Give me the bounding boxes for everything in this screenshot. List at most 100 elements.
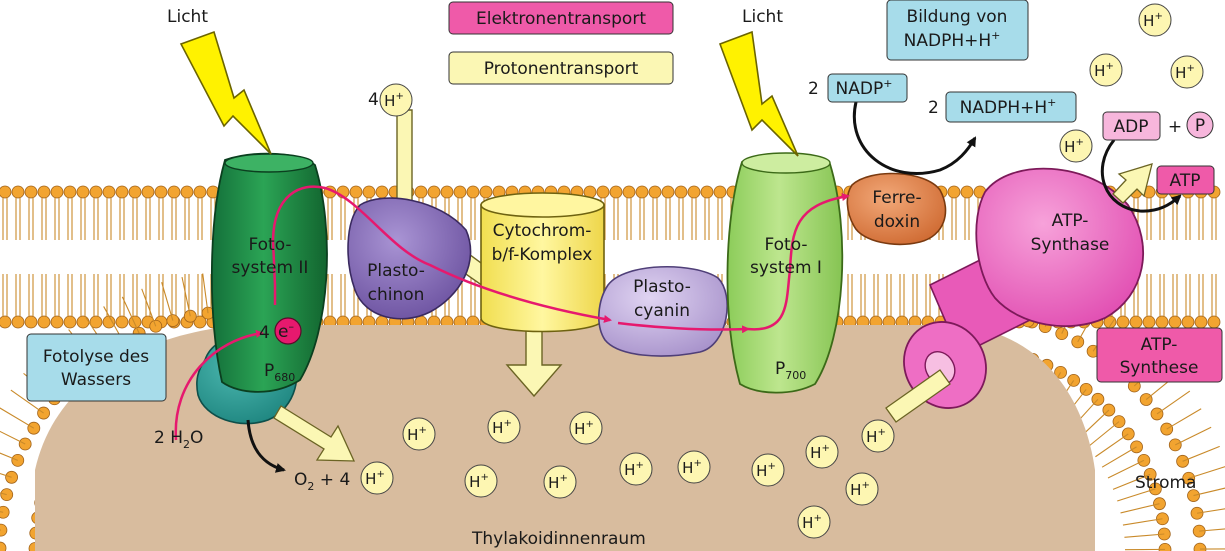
h-ion-label: H+	[574, 419, 594, 438]
ferredoxin-label-line2: doxin	[874, 212, 920, 232]
plastocyanin-label-line1: Plasto-	[633, 277, 691, 297]
plastochinon-label-line2: chinon	[368, 285, 425, 305]
oxygen-release-arrow	[246, 419, 286, 473]
nadph-formation-line2: NADPH+H+	[904, 29, 1001, 51]
four-protons-coefficient: 4	[368, 90, 379, 110]
electron-circle: e–	[274, 317, 302, 345]
light-label-left: Licht	[167, 7, 208, 27]
atp-formation-arrow	[1100, 139, 1182, 213]
cytochrom-label-line1: Cytochrom-	[493, 221, 592, 241]
h-ion: H+	[861, 419, 895, 453]
h-ion-label: H+	[548, 473, 568, 492]
ps1-label-line2: system I	[750, 258, 822, 278]
adp-plus-sign: +	[1168, 117, 1182, 137]
h-ion-label: H+	[407, 425, 427, 444]
h-ion: H+	[619, 452, 653, 486]
electron-path-pc-ps1	[617, 321, 750, 334]
fotolyse-box: Fotolyse des Wassers	[26, 333, 167, 402]
fotolyse-line1: Fotolyse des	[43, 347, 149, 367]
electron-path-water	[174, 329, 264, 441]
phosphate-circle: P	[1186, 111, 1214, 139]
fotolyse-line2: Wassers	[61, 370, 131, 390]
atp-synthase-label-line1: ATP-	[1052, 211, 1089, 231]
h-ion-label: H+	[469, 472, 489, 491]
nadph-formation-line1: Bildung von	[907, 7, 1008, 27]
h-ion: H+	[487, 410, 521, 444]
ps2-label-line2: system II	[232, 258, 309, 278]
electron-path-ps1-fd	[747, 193, 850, 331]
h-ion-label: H+	[492, 418, 512, 437]
adp-box: ADP	[1102, 111, 1161, 141]
nadph-formation-box: Bildung von NADPH+H+	[886, 0, 1029, 61]
electron-label: e–	[278, 320, 294, 342]
photosystem-ii-top	[224, 153, 314, 173]
plastocyanin	[598, 266, 728, 357]
ps2-label-line1: Foto-	[248, 235, 291, 255]
h-ion: H+	[805, 435, 839, 469]
plastochinon-label-line1: Plasto-	[367, 261, 425, 281]
atp-synthese-line1: ATP-	[1141, 335, 1178, 355]
nadp-coefficient: 2	[808, 79, 819, 99]
atp-synthase-head	[975, 167, 1145, 328]
h-ion: H+	[751, 453, 785, 487]
p700-label: P700	[775, 359, 806, 382]
proton-ions: H+H+H+H+H+H+H+H+H+H+H+H+H+H+H+H+H+H+	[360, 3, 1204, 539]
h-ion: H+	[464, 464, 498, 498]
h-ion-label: H+	[1175, 63, 1195, 82]
h-ion: H+	[1089, 53, 1123, 87]
h-ion: H+	[569, 411, 603, 445]
h-ion: H+	[360, 461, 394, 495]
four-electrons-coefficient: 4	[259, 323, 270, 343]
cytochrom-label-line2: b/f-Komplex	[492, 245, 593, 265]
h-ion: H+	[677, 450, 711, 484]
electron-path	[271, 185, 612, 323]
h-ion-label: H+	[1143, 11, 1163, 30]
thylakoid-lumen	[35, 325, 1095, 551]
nadp-label: NADP+	[836, 77, 893, 99]
atp-synthese-box: ATP- Synthese	[1096, 327, 1223, 383]
lumen-label: Thylakoidinnenraum	[471, 529, 646, 549]
light-lightning-left-icon	[179, 30, 272, 155]
h-ion-label: H+	[365, 469, 385, 488]
h-ion-label: H+	[1094, 61, 1114, 80]
atp-synthase-label-line2: Synthase	[1031, 235, 1110, 255]
cytochrom-top	[480, 192, 605, 218]
ferredoxin	[846, 172, 947, 246]
h-ion: H+	[797, 505, 831, 539]
legend-electron-transport-label: Elektronentransport	[476, 9, 646, 29]
h-ion-label: H+	[802, 513, 822, 532]
ferredoxin-label-line1: Ferre-	[872, 188, 921, 208]
h-ion-label: H+	[384, 91, 404, 110]
h-ion: H+	[402, 417, 436, 451]
h-ion: H+	[1170, 55, 1204, 89]
h-ion-label: H+	[810, 443, 830, 462]
proton-arrow-water	[273, 405, 356, 462]
oxygen-label: O2 + 4	[294, 470, 350, 493]
h-ion: H+	[845, 472, 879, 506]
h-ion-label: H+	[682, 458, 702, 477]
h-ion: H+	[1138, 3, 1172, 37]
h-ion: H+	[543, 465, 577, 499]
h-ion-label: H+	[850, 480, 870, 499]
light-lightning-right-icon	[718, 30, 799, 157]
nadph-formation-arrow	[852, 101, 977, 176]
nadph-coefficient: 2	[928, 98, 939, 118]
nadph-box: NADPH+H+	[945, 91, 1077, 123]
proton-arrow-atp-formation	[1112, 163, 1153, 204]
photosystem-i-top	[741, 152, 831, 174]
h-ion-label: H+	[624, 460, 644, 479]
atp-synthese-line2: Synthese	[1120, 358, 1199, 378]
water-label: 2 H2O	[154, 428, 203, 451]
h-ion-label: H+	[756, 461, 776, 480]
p680-label: P680	[264, 361, 295, 384]
light-label-right: Licht	[742, 7, 783, 27]
plastocyanin-label-line2: cyanin	[634, 301, 690, 321]
legend-electron-transport: Elektronentransport	[448, 1, 674, 35]
nadph-label: NADPH+H+	[960, 96, 1057, 118]
h-ion-label: H+	[866, 427, 886, 446]
legend-proton-transport-label: Protonentransport	[484, 59, 639, 79]
legend-proton-transport: Protonentransport	[448, 51, 674, 85]
atp-label: ATP	[1170, 171, 1201, 191]
